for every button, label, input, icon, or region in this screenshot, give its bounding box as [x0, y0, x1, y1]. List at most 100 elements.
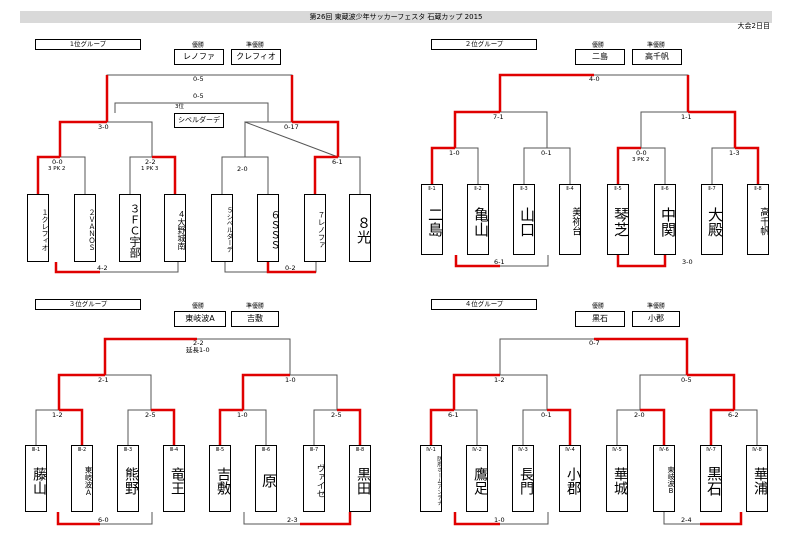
team-box: Ⅲ-3 熊野 — [117, 445, 139, 512]
semi-score-1: 7-1 — [493, 113, 504, 121]
team-box: １クレフィオ — [27, 194, 49, 262]
team-code: Ⅳ-6 — [659, 447, 669, 453]
runner-up-label: 準優勝 — [646, 42, 665, 49]
team-name: ７レノファ — [317, 211, 326, 249]
team-name: ４大野城南 — [177, 210, 186, 250]
runner-up-team: 吉敷 — [231, 311, 279, 327]
winner-team: レノファ — [174, 49, 224, 65]
final-score: 0-7 — [589, 339, 600, 347]
team-code: Ⅱ-4 — [566, 186, 574, 192]
qf-pk-2: 1 PK 3 — [141, 166, 159, 172]
semi-score-1: 2-1 — [98, 376, 109, 384]
team-code: Ⅱ-8 — [754, 186, 762, 192]
third-place-team: シベルダーデ — [174, 113, 224, 128]
team-name: 東岐波B — [667, 466, 675, 495]
team-name: 防府ホームアンテナ — [436, 455, 442, 506]
bottom-score-2: 2-4 — [681, 516, 692, 524]
team-name: 吉敷 — [215, 466, 231, 495]
qf-score-2: 2-2 — [145, 158, 156, 166]
team-name: 原 — [260, 473, 277, 488]
team-name: 華城 — [612, 466, 628, 495]
bottom-score-1: 1-0 — [494, 516, 505, 524]
team-name: 熊野 — [123, 466, 139, 495]
team-code: Ⅲ-2 — [77, 447, 87, 453]
team-code: Ⅱ-6 — [661, 186, 669, 192]
team-code: Ⅱ-2 — [474, 186, 482, 192]
qf-score-2: 0-1 — [541, 149, 552, 157]
team-code: Ⅲ-6 — [261, 447, 271, 453]
bottom-score-2: 0-2 — [285, 264, 296, 272]
group-title: 1位グループ — [35, 39, 141, 50]
team-box: Ⅱ-4 美祢台 — [559, 184, 581, 255]
team-code: Ⅲ-7 — [309, 447, 319, 453]
runner-up-team: クレフィオ — [231, 49, 281, 65]
group-title: ２位グループ — [431, 39, 537, 50]
team-code: Ⅲ-1 — [31, 447, 41, 453]
team-name: 藤山 — [31, 466, 47, 495]
team-name: 中関 — [659, 206, 676, 237]
team-name: 美祢台 — [570, 207, 581, 236]
group-title: ３位グループ — [35, 299, 141, 310]
qf-score-2: 2-5 — [145, 411, 156, 419]
team-name: 竜王 — [169, 466, 185, 495]
team-code: Ⅳ-4 — [565, 447, 575, 453]
qf-score-4: 1-3 — [729, 149, 740, 157]
team-name: 華浦 — [752, 466, 768, 495]
team-code: Ⅳ-1 — [426, 447, 436, 453]
winner-team: 東岐波A — [174, 311, 226, 327]
team-code: Ⅲ-5 — [215, 447, 225, 453]
third-place-label: 3位 — [175, 104, 184, 110]
team-box: ２ＶＡＮＯＳ — [74, 194, 96, 262]
final-note: 延長1-0 — [186, 346, 210, 354]
qf-score-1: 1-0 — [449, 149, 460, 157]
team-code: Ⅱ-5 — [614, 186, 622, 192]
qf-score-1: 6-1 — [448, 411, 459, 419]
team-code: Ⅲ-3 — [123, 447, 133, 453]
third-place-score: 0-5 — [193, 92, 204, 100]
runner-up-team: 高千帆 — [632, 49, 682, 65]
winner-label: 優勝 — [191, 303, 204, 310]
team-name: 二島 — [426, 206, 443, 237]
team-name: 長門 — [518, 466, 534, 495]
team-box: Ⅲ-5 吉敷 — [209, 445, 231, 512]
team-box: ６ＳＳＳ — [257, 194, 279, 262]
final-score: 4-0 — [589, 75, 600, 83]
team-name: 山口 — [518, 206, 535, 237]
winner-label: 優勝 — [591, 42, 604, 49]
team-name: １クレフィオ — [41, 209, 49, 251]
team-name: ３ＦＣ宇部 — [128, 202, 141, 258]
winner-team: 二島 — [575, 49, 625, 65]
winner-label: 優勝 — [591, 303, 604, 310]
team-code: Ⅳ-7 — [706, 447, 716, 453]
qf-score-3: 0-0 — [636, 149, 647, 157]
final-score: 0-5 — [193, 75, 204, 83]
team-code: Ⅲ-4 — [169, 447, 179, 453]
bottom-score-2: 3-0 — [682, 258, 693, 266]
qf-score-3: 2-0 — [237, 165, 248, 173]
semi-score-1: 1-2 — [494, 376, 505, 384]
qf-pk-1: 3 PK 2 — [48, 166, 66, 172]
day-note: 大会2日目 — [737, 22, 770, 30]
team-box: Ⅱ-6 中関 — [654, 184, 676, 255]
team-name: 大殿 — [706, 206, 723, 237]
final-score: 2-2 — [193, 339, 204, 347]
bottom-score-1: 6-0 — [98, 516, 109, 524]
runner-up-label: 準優勝 — [245, 42, 264, 49]
team-code: Ⅳ-2 — [472, 447, 482, 453]
runner-up-label: 準優勝 — [245, 303, 264, 310]
